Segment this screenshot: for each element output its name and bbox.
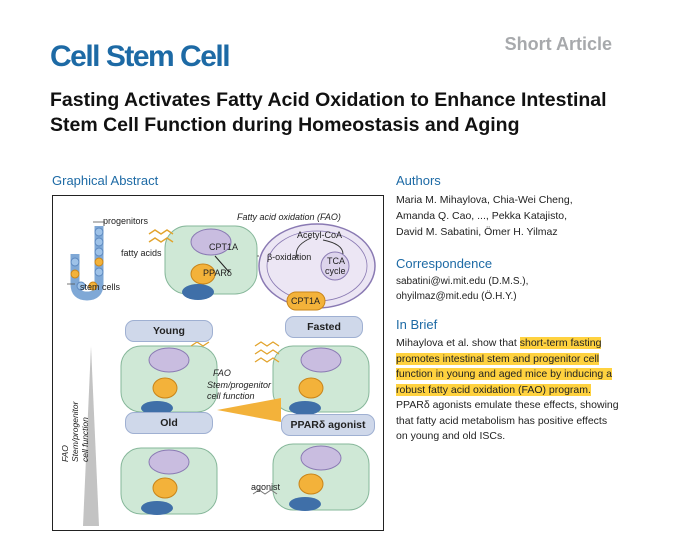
- young-cell: [120, 341, 218, 415]
- authors-heading: Authors: [396, 173, 441, 188]
- mitochondrion: [258, 223, 376, 311]
- label-acetyl-coa: Acetyl-CoA: [297, 230, 343, 240]
- label-stem-cells: stem cells: [80, 282, 121, 292]
- email-yilmaz[interactable]: ohyilmaz@mit.edu (Ö.H.Y.): [396, 291, 517, 302]
- top-cell: [148, 225, 297, 300]
- journal-logo: Cell Stem Cell: [50, 40, 231, 73]
- vertical-label-fao: FAO: [60, 445, 70, 462]
- label-ppard: PPARδ: [203, 268, 232, 278]
- author-line: David M. Sabatini, Ömer H. Yilmaz: [396, 226, 558, 238]
- email-sabatini[interactable]: sabatini@wi.mit.edu (D.M.S.),: [396, 276, 529, 287]
- label-tca: TCA: [327, 256, 345, 266]
- graphical-abstract-figure: progenitors stem cells fatty acids Fatty…: [52, 195, 384, 531]
- correspondence-heading: Correspondence: [396, 256, 493, 271]
- in-brief-plain-2: PPARδ agonists emulate these effects, sh…: [396, 399, 619, 442]
- banner-fasted: Fasted: [285, 316, 363, 338]
- label-stem-prog-2: cell function: [207, 391, 255, 401]
- graphical-abstract-heading: Graphical Abstract: [52, 173, 159, 188]
- label-cpt1a-mito: CPT1A: [291, 296, 321, 306]
- label-progenitors: progenitors: [103, 216, 149, 226]
- label-fatty-acids: fatty acids: [121, 248, 162, 258]
- label-beta-oxidation: β-oxidation: [267, 252, 312, 262]
- author-line: Maria M. Mihaylova, Chia-Wei Cheng,: [396, 194, 573, 206]
- vertical-label-sp1: Stem/progenitor: [70, 401, 80, 462]
- vertical-label-sp2: cell function: [80, 417, 90, 462]
- agonist-cell: [252, 443, 370, 511]
- crypt-illustration: [67, 221, 105, 301]
- banner-old: Old: [125, 412, 213, 434]
- old-cell: [120, 447, 218, 515]
- label-cpt1a: CPT1A: [209, 242, 239, 252]
- in-brief-plain-1: Mihaylova et al. show that: [396, 337, 520, 349]
- label-fao: FAO: [213, 368, 231, 378]
- in-brief-text: Mihaylova et al. show that short-term fa…: [396, 336, 621, 445]
- article-type: Short Article: [504, 34, 612, 54]
- label-fao-title: Fatty acid oxidation (FAO): [237, 212, 341, 222]
- author-line: Amanda Q. Cao, ..., Pekka Katajisto,: [396, 210, 567, 222]
- label-cycle: cycle: [325, 266, 346, 276]
- label-stem-prog-1: Stem/progenitor: [207, 380, 272, 390]
- abstract-illustration: [67, 221, 376, 526]
- correspondence-list: sabatini@wi.mit.edu (D.M.S.), ohyilmaz@m…: [396, 274, 636, 304]
- fao-wedge: [217, 398, 281, 422]
- label-agonist: agonist: [251, 482, 281, 492]
- vertical-wedge: [83, 346, 99, 526]
- banner-young: Young: [125, 320, 213, 342]
- in-brief-heading: In Brief: [396, 317, 438, 332]
- banner-ppard-agonist: PPARδ agonist: [281, 414, 375, 436]
- authors-list: Maria M. Mihaylova, Chia-Wei Cheng, Aman…: [396, 192, 636, 240]
- fasted-cell: [254, 341, 370, 415]
- paper-title: Fasting Activates Fatty Acid Oxidation t…: [50, 89, 607, 136]
